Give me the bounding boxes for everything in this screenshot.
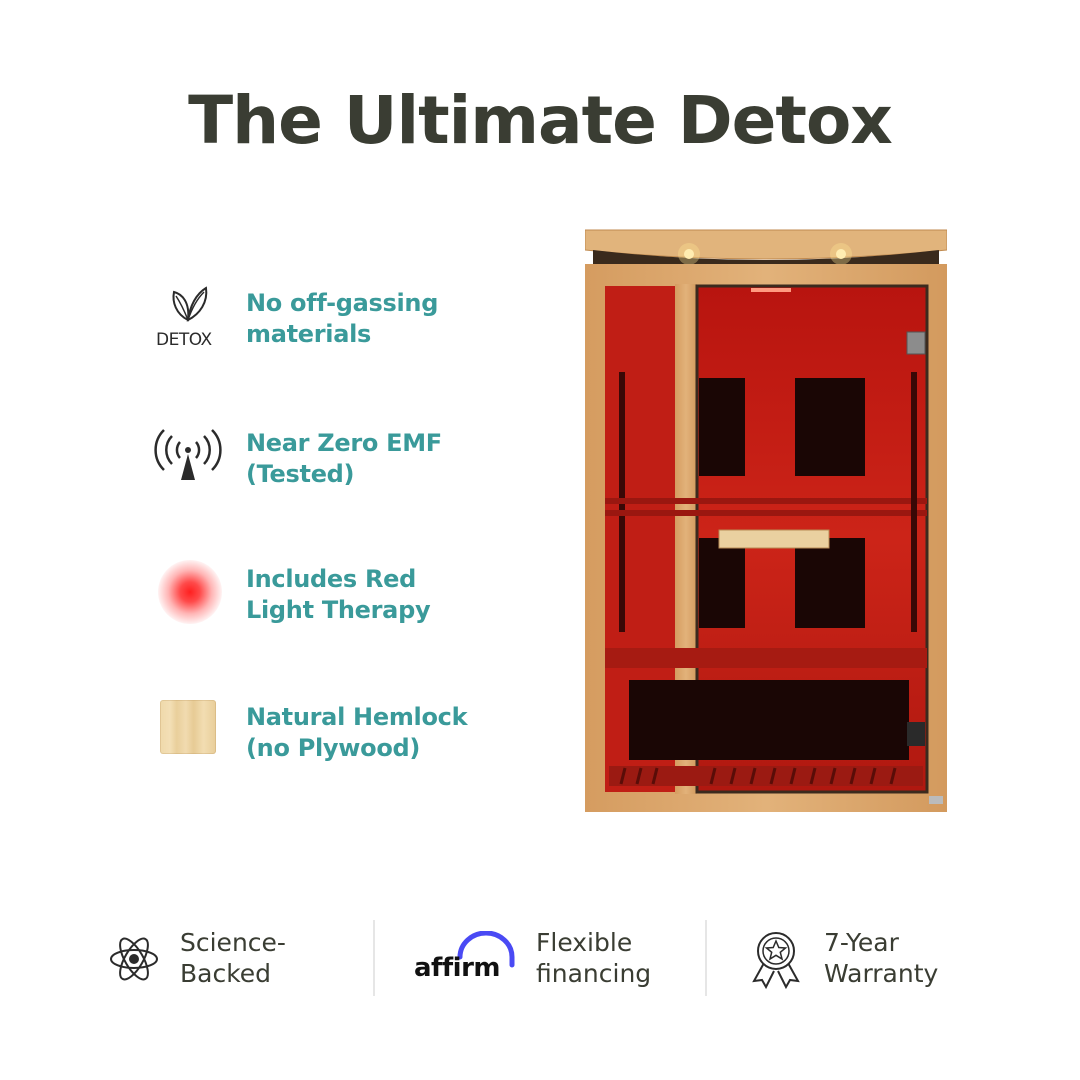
- sauna-product-image: [584, 228, 948, 812]
- feature-near-zero-emf: Near Zero EMF (Tested): [150, 424, 530, 504]
- feature-label: Near Zero EMF (Tested): [246, 429, 442, 488]
- page-title: The Ultimate Detox: [188, 82, 893, 159]
- badge-label: Science- Backed: [180, 928, 286, 988]
- badge-flexible-financing: affirm Flexible financing: [414, 925, 694, 995]
- feature-label: Natural Hemlock (no Plywood): [246, 703, 468, 762]
- award-ribbon-icon: [748, 929, 804, 991]
- badge-label: Flexible financing: [536, 928, 652, 988]
- red-light-icon: [150, 560, 226, 636]
- affirm-logo: affirm: [414, 925, 524, 995]
- feature-label: No off-gassing materials: [246, 289, 439, 348]
- badge-science-backed: Science- Backed: [108, 925, 348, 995]
- badge-warranty: 7-Year Warranty: [748, 925, 968, 995]
- leaf-detox-icon: DETOX: [150, 284, 226, 360]
- feature-label: Includes Red Light Therapy: [246, 565, 431, 624]
- feature-no-off-gassing: DETOX No off-gassing materials: [150, 284, 530, 364]
- badge-label: 7-Year Warranty: [824, 928, 939, 988]
- feature-natural-hemlock: Natural Hemlock (no Plywood): [150, 698, 530, 778]
- antenna-signal-icon: [150, 424, 226, 500]
- atom-icon: [108, 929, 160, 989]
- feature-red-light: Includes Red Light Therapy: [150, 560, 530, 640]
- divider: [705, 920, 707, 996]
- divider: [373, 920, 375, 996]
- wood-swatch-icon: [150, 698, 226, 774]
